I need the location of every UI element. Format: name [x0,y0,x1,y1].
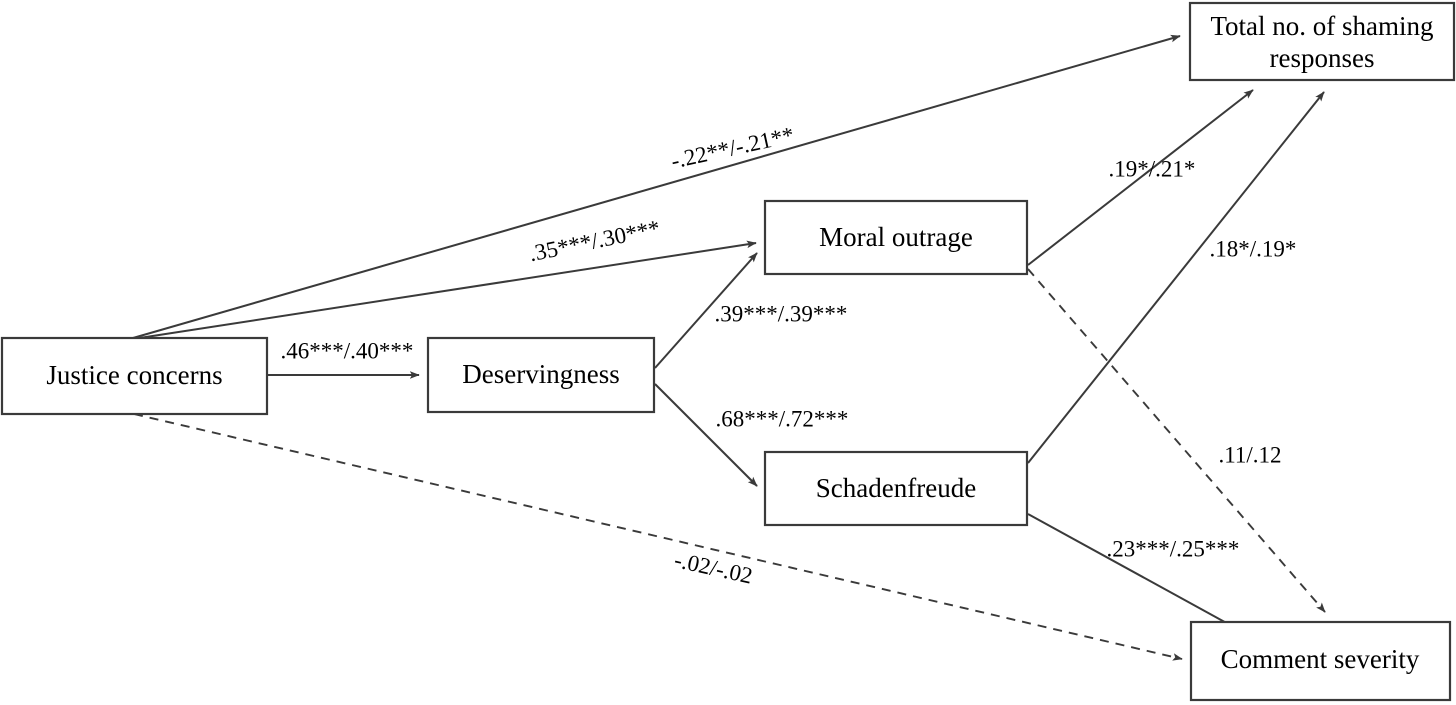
edge-label-outrage-to-shaming: .19*/.21* [1109,156,1196,181]
edge-label-justice-to-outrage: .35***/.30*** [527,215,662,266]
node-label-justice-concerns: Justice concerns [46,360,222,390]
node-total-shaming-responses[interactable]: Total no. of shaming responses [1188,1,1456,82]
edge-label-schadenfreude-to-shaming: .18*/.19* [1210,236,1297,261]
edge-label-deservingness-to-outrage: .39***/.39*** [715,301,848,326]
node-label-total-shaming-responses-line2: responses [1270,43,1375,73]
node-label-schadenfreude: Schadenfreude [816,473,976,503]
edge-schadenfreude-to-shaming[interactable] [1027,91,1325,464]
edge-justice-to-severity[interactable] [133,413,1183,661]
edges-layer [132,34,1326,661]
node-justice-concerns[interactable]: Justice concerns [0,336,269,416]
node-label-comment-severity: Comment severity [1221,644,1420,674]
edge-label-deservingness-to-schadenfreude: .68***/.72*** [716,406,849,431]
edge-schadenfreude-to-severity[interactable] [1027,513,1253,638]
node-label-moral-outrage: Moral outrage [819,222,973,252]
edge-label-schadenfreude-to-severity: .23***/.25*** [1107,536,1240,561]
edge-deservingness-to-outrage[interactable] [654,252,758,369]
edge-label-justice-to-severity: -.02/-.02 [672,547,755,589]
node-comment-severity[interactable]: Comment severity [1189,620,1452,702]
node-moral-outrage[interactable]: Moral outrage [763,199,1029,276]
node-deservingness[interactable]: Deservingness [426,336,656,414]
edge-justice-to-outrage[interactable] [132,240,757,340]
edge-label-outrage-to-severity: .11/.12 [1218,442,1281,467]
edge-outrage-to-severity[interactable] [1027,268,1326,613]
node-label-total-shaming-responses-line1: Total no. of shaming [1210,11,1433,41]
edge-deservingness-to-schadenfreude[interactable] [654,383,758,487]
edge-outrage-to-shaming[interactable] [1027,89,1254,266]
edge-justice-to-shaming[interactable] [132,34,1181,339]
edge-label-justice-to-deservingness: .46***/.40*** [281,338,414,363]
node-schadenfreude[interactable]: Schadenfreude [763,450,1029,527]
node-label-deservingness: Deservingness [462,359,619,389]
